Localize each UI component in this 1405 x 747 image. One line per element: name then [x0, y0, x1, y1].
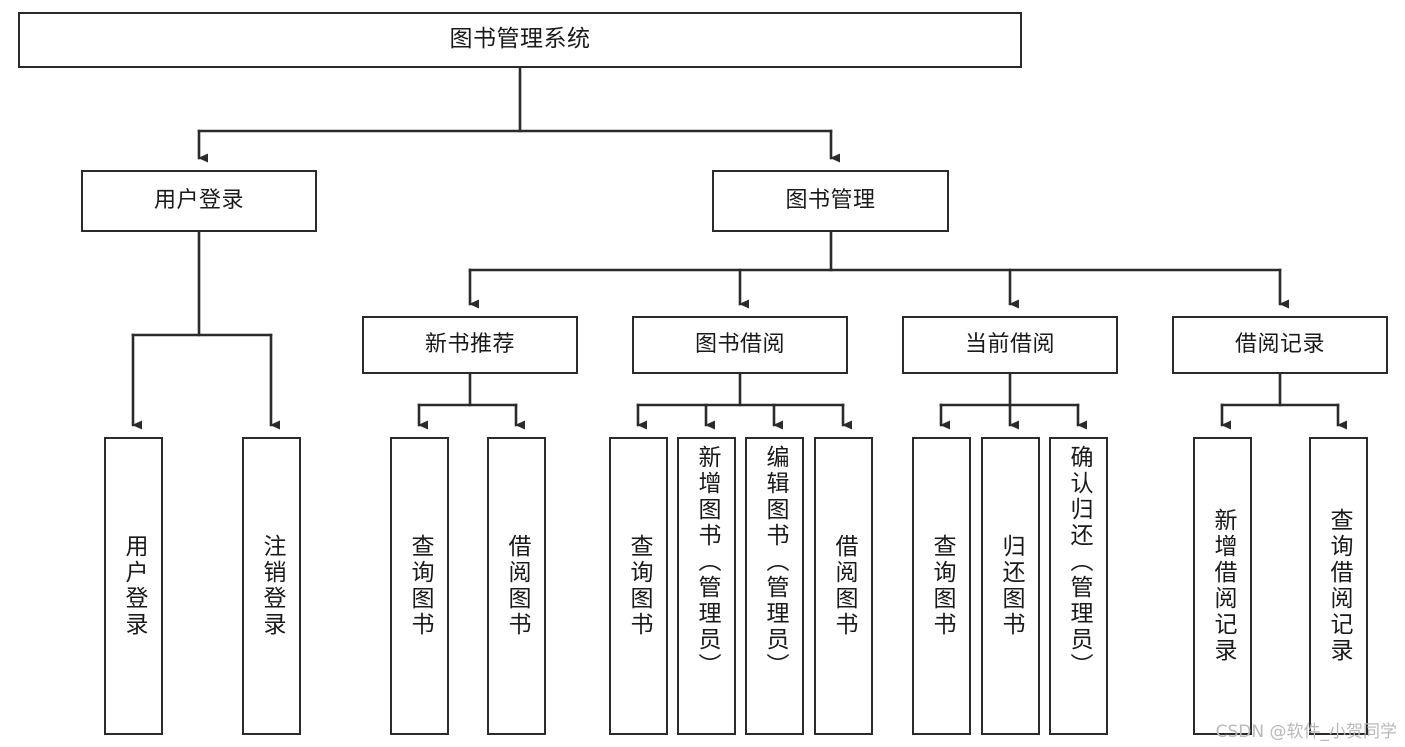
- node-root[interactable]: 图书管理系统: [18, 12, 1022, 68]
- node-leaf-confirm-return[interactable]: 确认归还（管理员）: [1049, 437, 1108, 735]
- node-leaf-add-record[interactable]: 新增借阅记录: [1193, 437, 1252, 735]
- node-book-borrow-label: 图书借阅: [694, 332, 785, 358]
- node-leaf-query-book-1[interactable]: 查询图书: [390, 437, 449, 735]
- node-book-borrow[interactable]: 图书借阅: [632, 316, 848, 374]
- node-user-login-label: 用户登录: [153, 188, 244, 214]
- node-leaf-edit-book-label: 编辑图书（管理员）: [762, 445, 788, 679]
- node-leaf-query-book-2[interactable]: 查询图书: [609, 437, 668, 735]
- node-borrow-record[interactable]: 借阅记录: [1172, 316, 1388, 374]
- node-leaf-user-login[interactable]: 用户登录: [104, 437, 163, 735]
- node-leaf-user-logout[interactable]: 注销登录: [242, 437, 301, 735]
- node-leaf-add-record-label: 新增借阅记录: [1210, 508, 1236, 664]
- node-leaf-user-login-label: 用户登录: [121, 534, 147, 638]
- node-book-manage-label: 图书管理: [785, 188, 876, 214]
- leaf-text-wrap: 归还图书: [983, 439, 1038, 733]
- csdn-watermark: CSDN @软件_小贺同学: [1215, 722, 1397, 742]
- leaf-text-wrap: 查询图书: [392, 439, 447, 733]
- leaf-text-wrap: 新增借阅记录: [1195, 439, 1250, 733]
- node-leaf-borrow-book-2[interactable]: 借阅图书: [814, 437, 873, 735]
- node-leaf-return-book-label: 归还图书: [998, 534, 1024, 638]
- node-leaf-query-book-2-label: 查询图书: [626, 534, 652, 638]
- node-user-login[interactable]: 用户登录: [81, 170, 317, 232]
- leaf-text-wrap: 编辑图书（管理员）: [747, 439, 802, 733]
- node-leaf-user-logout-label: 注销登录: [259, 534, 285, 638]
- node-root-label: 图书管理系统: [449, 26, 591, 53]
- node-leaf-borrow-book-1[interactable]: 借阅图书: [487, 437, 546, 735]
- node-book-manage[interactable]: 图书管理: [712, 170, 949, 232]
- node-borrow-record-label: 借阅记录: [1234, 332, 1325, 358]
- node-leaf-query-book-3-label: 查询图书: [929, 534, 955, 638]
- node-leaf-borrow-book-2-label: 借阅图书: [831, 534, 857, 638]
- node-leaf-query-record[interactable]: 查询借阅记录: [1309, 437, 1368, 735]
- leaf-text-wrap: 确认归还（管理员）: [1051, 439, 1106, 733]
- node-leaf-add-book[interactable]: 新增图书（管理员）: [677, 437, 736, 735]
- node-current-borrow-label: 当前借阅: [964, 332, 1055, 358]
- node-leaf-edit-book[interactable]: 编辑图书（管理员）: [745, 437, 804, 735]
- leaf-text-wrap: 新增图书（管理员）: [679, 439, 734, 733]
- node-leaf-query-book-1-label: 查询图书: [407, 534, 433, 638]
- leaf-text-wrap: 查询图书: [914, 439, 969, 733]
- leaf-text-wrap: 借阅图书: [816, 439, 871, 733]
- leaf-text-wrap: 注销登录: [244, 439, 299, 733]
- node-leaf-add-book-label: 新增图书（管理员）: [694, 445, 720, 679]
- node-new-book-recommend[interactable]: 新书推荐: [362, 316, 578, 374]
- leaf-text-wrap: 查询借阅记录: [1311, 439, 1366, 733]
- node-leaf-confirm-return-label: 确认归还（管理员）: [1066, 445, 1092, 679]
- leaf-text-wrap: 用户登录: [106, 439, 161, 733]
- leaf-text-wrap: 查询图书: [611, 439, 666, 733]
- node-leaf-query-book-3[interactable]: 查询图书: [912, 437, 971, 735]
- node-current-borrow[interactable]: 当前借阅: [902, 316, 1118, 374]
- node-leaf-borrow-book-1-label: 借阅图书: [504, 534, 530, 638]
- node-leaf-query-record-label: 查询借阅记录: [1326, 508, 1352, 664]
- node-new-book-recommend-label: 新书推荐: [424, 332, 515, 358]
- node-leaf-return-book[interactable]: 归还图书: [981, 437, 1040, 735]
- leaf-text-wrap: 借阅图书: [489, 439, 544, 733]
